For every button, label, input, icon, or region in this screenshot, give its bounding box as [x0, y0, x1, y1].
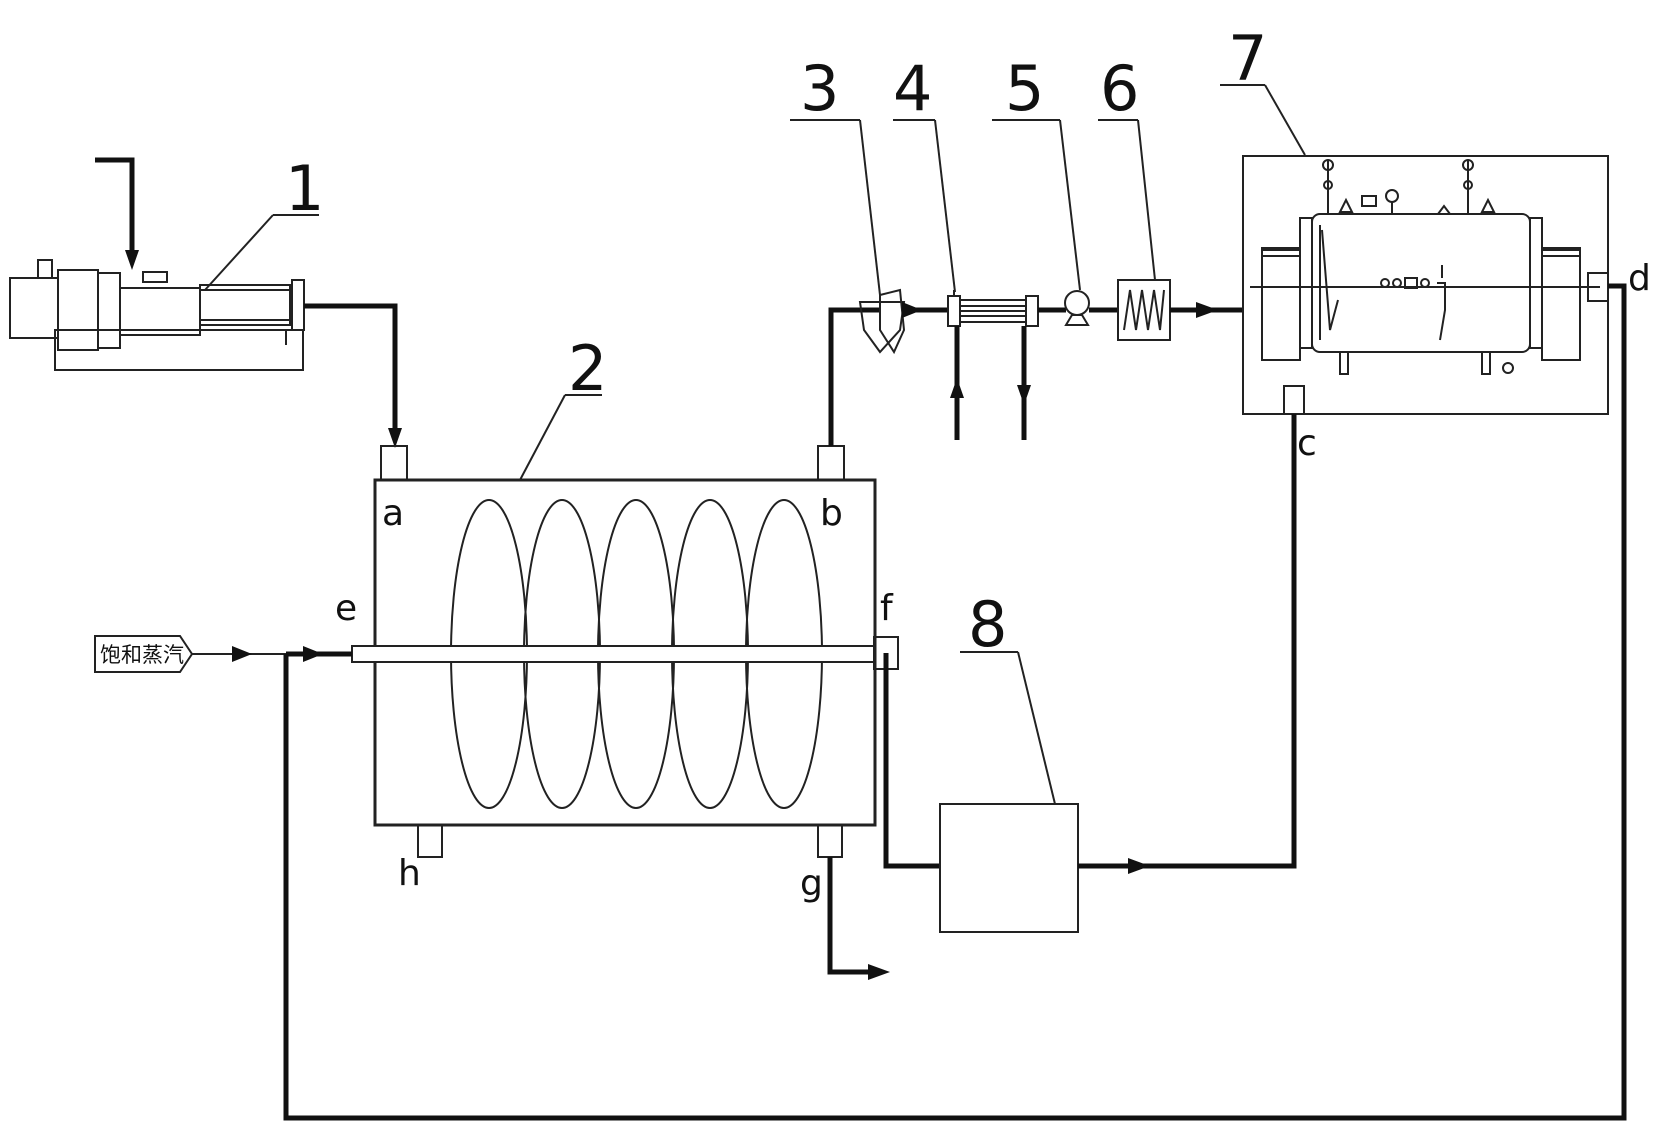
cyclone-separator-3: 3: [790, 52, 906, 355]
steam-input-label: 饱和蒸汽: [100, 643, 184, 667]
heater-coil: [1123, 289, 1165, 331]
port-b-nozzle: [817, 445, 845, 481]
port-label-d: d: [1628, 258, 1651, 299]
unit8-to-boiler-line: [1078, 414, 1297, 869]
component-label-2: 2: [568, 332, 607, 405]
port-a-nozzle: [380, 445, 408, 481]
screw-dryer-2: 2: [351, 332, 899, 858]
port-label-e: e: [335, 588, 357, 629]
feed-line: [95, 157, 135, 258]
dryer-g-outlet-line: [827, 857, 872, 975]
pump-base: [54, 329, 304, 371]
port-label-h: h: [398, 853, 421, 894]
unit-8: 8: [939, 588, 1079, 933]
pump-motor: [9, 277, 59, 339]
feed-arrow: [125, 250, 139, 270]
condenser-4: 4: [893, 52, 1039, 327]
boiler-unit-7: 7: [1220, 22, 1609, 415]
component-label-7: 7: [1228, 22, 1267, 95]
steam-input: 饱和蒸汽: [94, 635, 352, 673]
fan-5: 5: [992, 52, 1090, 326]
pump-coupling: [57, 269, 99, 351]
pump-to-dryer-line: [304, 303, 398, 430]
component-label-4: 4: [893, 52, 932, 125]
port-label-g: g: [800, 863, 823, 904]
heater-6: 6: [1098, 52, 1171, 341]
pump-inlet: [142, 271, 168, 283]
boiler-return-loop: [283, 283, 1627, 1121]
port-label-c: c: [1297, 423, 1317, 464]
dryer-to-unit8-line: [883, 653, 940, 869]
port-label-f: f: [880, 588, 894, 629]
dryer-to-cyclone-line: [828, 307, 880, 446]
cyclone-body: [879, 288, 906, 355]
component-label-6: 6: [1100, 52, 1139, 125]
unit-8-box: [939, 803, 1079, 933]
component-label-8: 8: [968, 588, 1007, 661]
component-label-1: 1: [285, 152, 324, 225]
fan-impeller: [1064, 290, 1090, 316]
component-label-5: 5: [1005, 52, 1044, 125]
fan-base: [1064, 314, 1090, 326]
steam-tag: [94, 635, 194, 673]
port-h-nozzle: [417, 824, 443, 858]
component-label-3: 3: [800, 52, 839, 125]
port-g-nozzle: [817, 824, 843, 858]
motor-terminal: [37, 259, 53, 279]
pump-body: [119, 287, 201, 336]
screw-pump-1: 1: [9, 152, 324, 371]
port-label-b: b: [820, 493, 843, 534]
pump-flange: [97, 272, 121, 349]
port-c-nozzle: [1283, 385, 1305, 415]
boiler-enclosure: [1242, 155, 1609, 415]
pump-outlet-flange: [291, 279, 305, 331]
port-label-a: a: [382, 493, 404, 534]
